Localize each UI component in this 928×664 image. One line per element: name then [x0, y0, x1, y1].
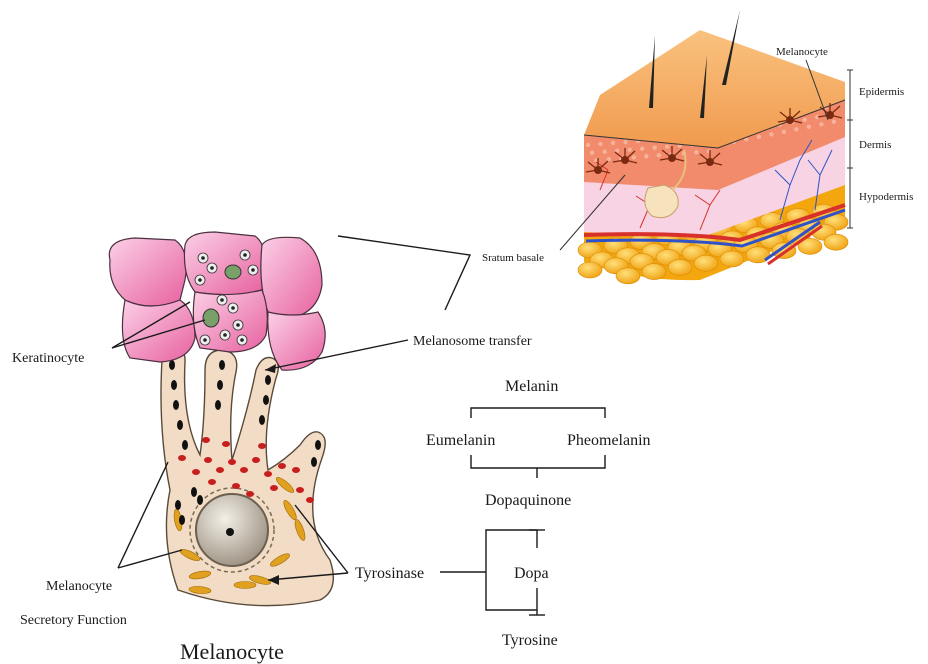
melanosome-red	[292, 467, 300, 473]
skin-cross-section: Epidermis Dermis Hypodermis Melanocyte S…	[482, 10, 913, 284]
melanosome	[179, 515, 185, 525]
melanosome-red	[202, 437, 210, 443]
stratum-basale-label: Sratum basale	[482, 252, 544, 264]
dermis-cell	[602, 149, 606, 153]
melanosome	[215, 400, 221, 410]
eumelanin-label: Eumelanin	[426, 432, 495, 449]
dermis-cell	[652, 145, 656, 149]
dermis-cell	[586, 143, 590, 147]
melanosome	[315, 440, 321, 450]
dermis-cell	[757, 135, 761, 139]
melanosome-red	[204, 457, 212, 463]
mitochondrion	[234, 582, 256, 589]
melanosome	[191, 487, 197, 497]
melanin-label: Melanin	[505, 378, 558, 395]
melanosome-red	[258, 443, 266, 449]
dermis-cell	[769, 132, 773, 136]
connector-lines	[338, 236, 470, 310]
melanosome-red	[278, 463, 286, 469]
melanosome-red	[232, 483, 240, 489]
dermis-cell	[694, 150, 698, 154]
fat-cell	[824, 234, 848, 250]
dermis-cell	[794, 127, 798, 131]
melanosome	[177, 420, 183, 430]
melanosome-red	[252, 457, 260, 463]
fat-cell	[616, 268, 640, 284]
fat-cell	[668, 259, 692, 275]
figure-title: Melanocyte	[180, 639, 284, 664]
dermis-cell	[632, 155, 636, 159]
melanocyte-label: Melanocyte	[46, 579, 112, 594]
hypodermis-label: Hypodermis	[859, 191, 913, 203]
melanosome	[197, 495, 203, 505]
melanosome-red	[208, 479, 216, 485]
dermis-cell	[819, 122, 823, 126]
keratinocyte-label: Keratinocyte	[12, 351, 84, 366]
fat-cell	[694, 255, 718, 271]
melanocyte-cell	[109, 232, 333, 606]
melanosome	[173, 400, 179, 410]
dermis-cell	[832, 120, 836, 124]
dermis-cell	[590, 150, 594, 154]
melanosome-red	[296, 487, 304, 493]
dopaquinone-label: Dopaquinone	[485, 492, 571, 509]
melanosome-red	[228, 459, 236, 465]
tyrosinase-label: Tyrosinase	[355, 565, 424, 582]
melanosome-red	[306, 497, 314, 503]
nucleolus	[226, 528, 234, 536]
dermis-cell	[640, 146, 644, 150]
fat-cell	[642, 264, 666, 280]
melanosome	[263, 395, 269, 405]
melanosome-red	[264, 471, 272, 477]
melanosome	[175, 500, 181, 510]
melanin-pathway: Melanin Eumelanin Pheomelanin Dopaquinon…	[355, 378, 651, 649]
melanosome-red	[178, 455, 186, 461]
melanosome	[182, 440, 188, 450]
melanosome-red	[240, 467, 248, 473]
melanosome	[217, 380, 223, 390]
dermis-cell	[627, 147, 631, 151]
melanosome-red	[216, 467, 224, 473]
dermis-cell	[598, 142, 602, 146]
melanosome	[169, 360, 175, 370]
melanocyte-body	[161, 348, 333, 606]
dermis-cell	[665, 144, 669, 148]
dermis-label: Dermis	[859, 139, 891, 151]
dermis-cell	[623, 140, 627, 144]
dermis-cell	[644, 154, 648, 158]
epidermis-label: Epidermis	[859, 86, 904, 98]
melanosome-transfer-label: Melanosome transfer	[413, 334, 532, 349]
skin-melanocyte-label: Melanocyte	[776, 46, 828, 58]
dermis-cell	[782, 130, 786, 134]
melanosome	[219, 360, 225, 370]
melanosome	[171, 380, 177, 390]
melanosome	[259, 415, 265, 425]
melanosome	[311, 457, 317, 467]
fat-cell	[720, 251, 744, 267]
melanosome-red	[270, 485, 278, 491]
melanosome-red	[246, 491, 254, 497]
fat-cell	[578, 262, 602, 278]
melanosome-red	[192, 469, 200, 475]
dermis-cell	[807, 125, 811, 129]
layer-brackets	[847, 70, 853, 228]
dermis-cell	[657, 153, 661, 157]
pheomelanin-label: Pheomelanin	[567, 432, 651, 449]
tyrosine-label: Tyrosine	[502, 632, 558, 649]
melanosome-red	[222, 441, 230, 447]
dopa-label: Dopa	[514, 565, 549, 582]
dermis-cell	[802, 117, 806, 121]
secretory-function-label: Secretory Function	[20, 613, 127, 628]
dermis-cell	[611, 141, 615, 145]
melanosome	[265, 375, 271, 385]
